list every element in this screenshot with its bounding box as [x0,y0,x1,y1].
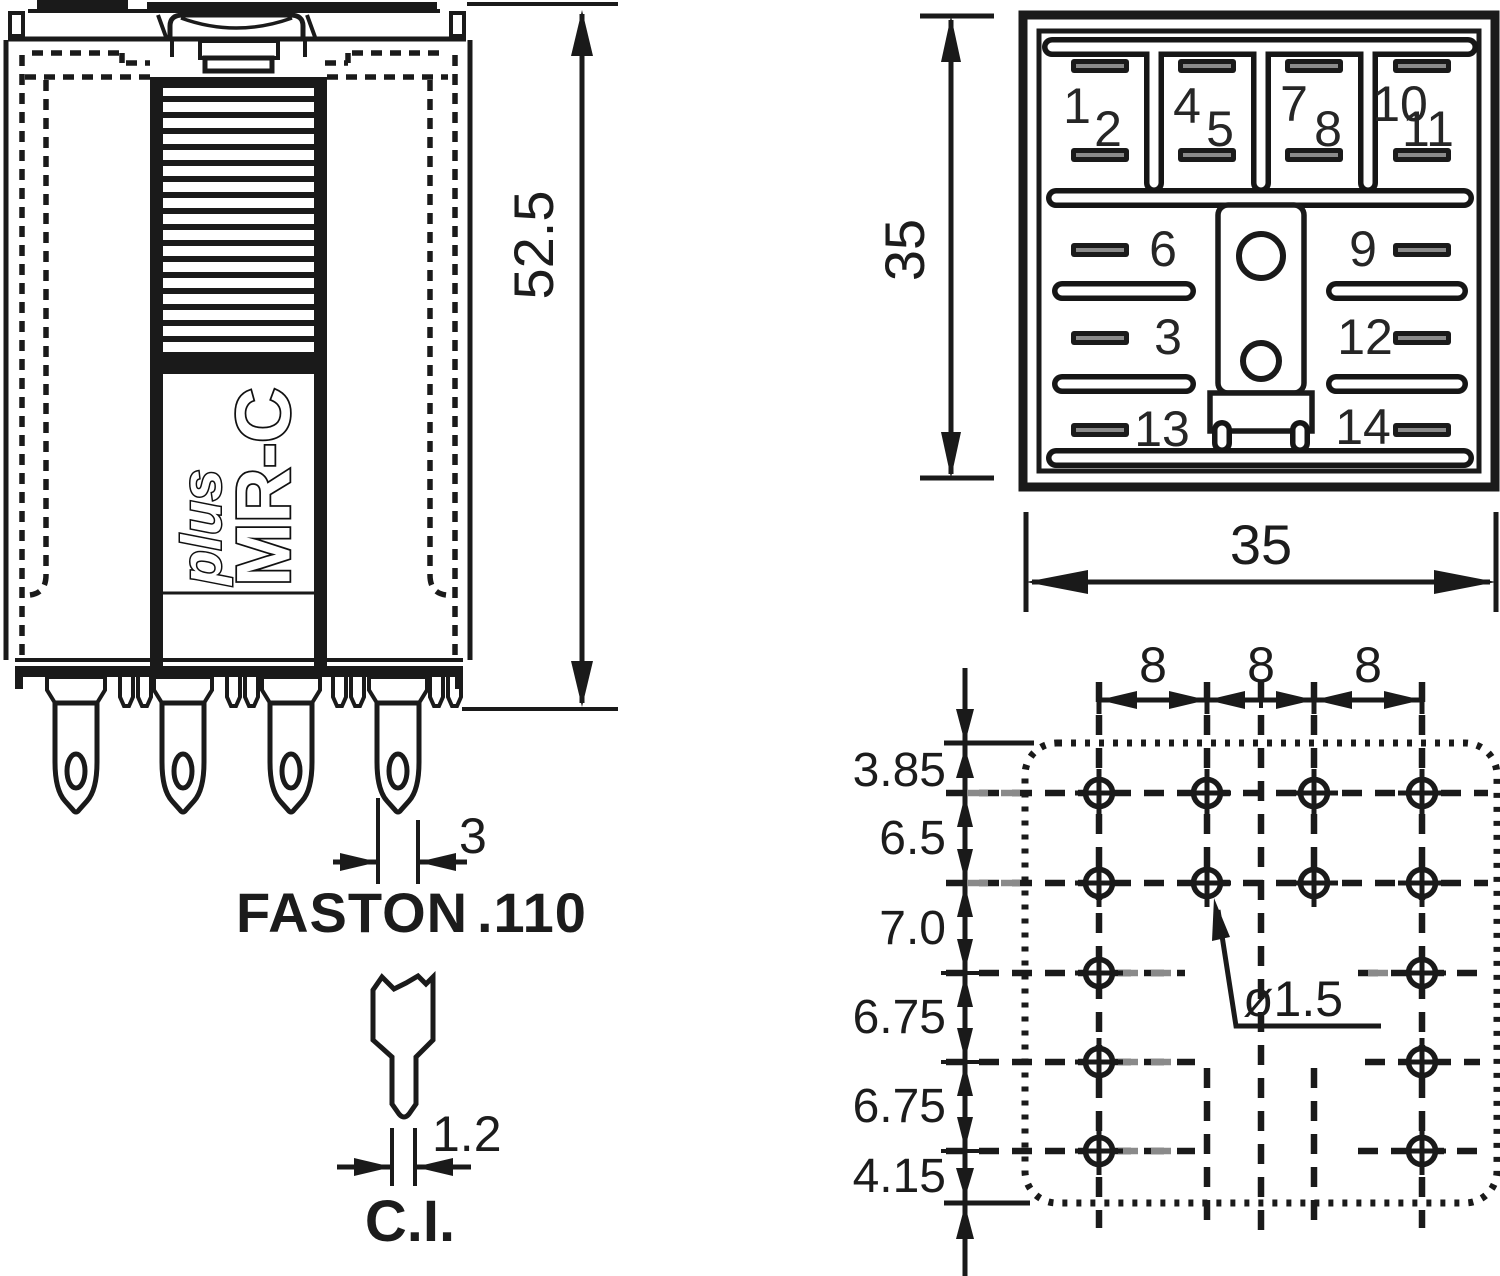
brand-label: MR-C plus [168,386,308,588]
hole-center-marks [1075,769,1446,1175]
brand-text: MR-C [222,388,307,586]
top-tab [37,0,128,9]
relay-footprint-outline [1021,739,1500,1207]
pin-number-2: 2 [1094,101,1122,157]
pin-number-5: 5 [1206,101,1234,157]
dim-pin-thickness-1-2: 1.2 [337,1106,502,1186]
mount-hole-bottom [1240,340,1282,382]
row-dim-6-75a: 6.75 [853,991,946,1044]
height-dim-label: 52.5 [502,191,565,300]
mount-hole-top [1236,231,1286,281]
socket-pin-slots [1071,59,1451,437]
top-edge [147,2,437,9]
dim-pitch-8-8-8: 8 8 8 [1096,637,1425,714]
dim-socket-width-35: 35 [1023,512,1499,612]
socket-channels [1042,37,1478,468]
pin-number-9: 9 [1349,221,1377,277]
pin-number-8: 8 [1314,101,1342,157]
pin-number-6: 6 [1149,221,1177,277]
relay-bottom-view: 1 4 7 10 2 5 8 11 6 9 3 12 13 14 [1018,10,1500,492]
terminal-type-label: FASTON [236,881,468,944]
pin-number-3: 3 [1154,309,1182,365]
mount-label: C.I. [365,1189,455,1254]
pin-thickness-dim-label: 1.2 [432,1106,502,1162]
row-dim-6-75b: 6.75 [853,1080,946,1133]
pitch-dim-1: 8 [1139,637,1167,693]
dim-pin-width-3: 3 [333,798,487,884]
row-dim-7-0: 7.0 [879,902,946,955]
pin-stubs [118,677,463,708]
pitch-dim-3: 8 [1354,637,1382,693]
ribs [163,96,314,358]
relay-body-outline [3,40,473,660]
terminal-label: FASTON .110 [236,881,587,944]
socket-inner-frame [1036,28,1482,474]
ci-pin-detail: 1.2 C.I. [337,970,502,1254]
row-dim-3-85: 3.85 [853,744,946,797]
faston-pins [45,675,463,815]
pin-number-7: 7 [1280,76,1308,132]
pin-number-11: 11 [1402,101,1454,157]
pin-break-detail [370,970,436,1120]
center-slot [1207,202,1315,453]
row-dim-6-5: 6.5 [879,812,946,865]
brand-suffix-text: plus [170,469,233,586]
hole-column-centerlines [1095,682,1426,1240]
hole-diameter-callout: ø1.5 [1212,898,1381,1029]
ribbed-block [150,77,327,667]
socket-pin-numbers: 1 4 7 10 2 5 8 11 6 9 3 12 13 14 [1063,76,1454,457]
terminal-size-label: .110 [477,881,587,944]
socket-outer-frame [1018,10,1500,492]
hole-diameter-label: ø1.5 [1243,971,1343,1027]
relay-side-view: MR-C plus [3,0,473,815]
pcb-drill-pattern: 8 8 8 [853,637,1500,1276]
cap-bump [167,12,306,39]
latch-tab [198,39,280,60]
pin-width-dim-label: 3 [459,808,487,864]
hidden-lines [19,50,458,662]
pin-number-10: 10 [1372,76,1428,132]
dim-row-spacing-ruler: 3.85 6.5 7.0 6.75 6.75 4.15 [853,668,1034,1276]
pin-number-4: 4 [1173,78,1201,134]
row-dim-4-15: 4.15 [853,1150,946,1203]
drill-holes [1075,769,1446,1175]
relay-cap [8,9,466,74]
dim-socket-height-35: 35 [873,13,994,481]
socket-width-dim-label: 35 [1230,513,1292,576]
pin-number-1: 1 [1063,78,1091,134]
dim-height-52-5: 52.5 [462,2,618,711]
pin-number-12: 12 [1337,309,1393,365]
socket-height-dim-label: 35 [873,219,936,281]
pin-number-13: 13 [1134,401,1190,457]
pin-number-14: 14 [1335,399,1391,455]
